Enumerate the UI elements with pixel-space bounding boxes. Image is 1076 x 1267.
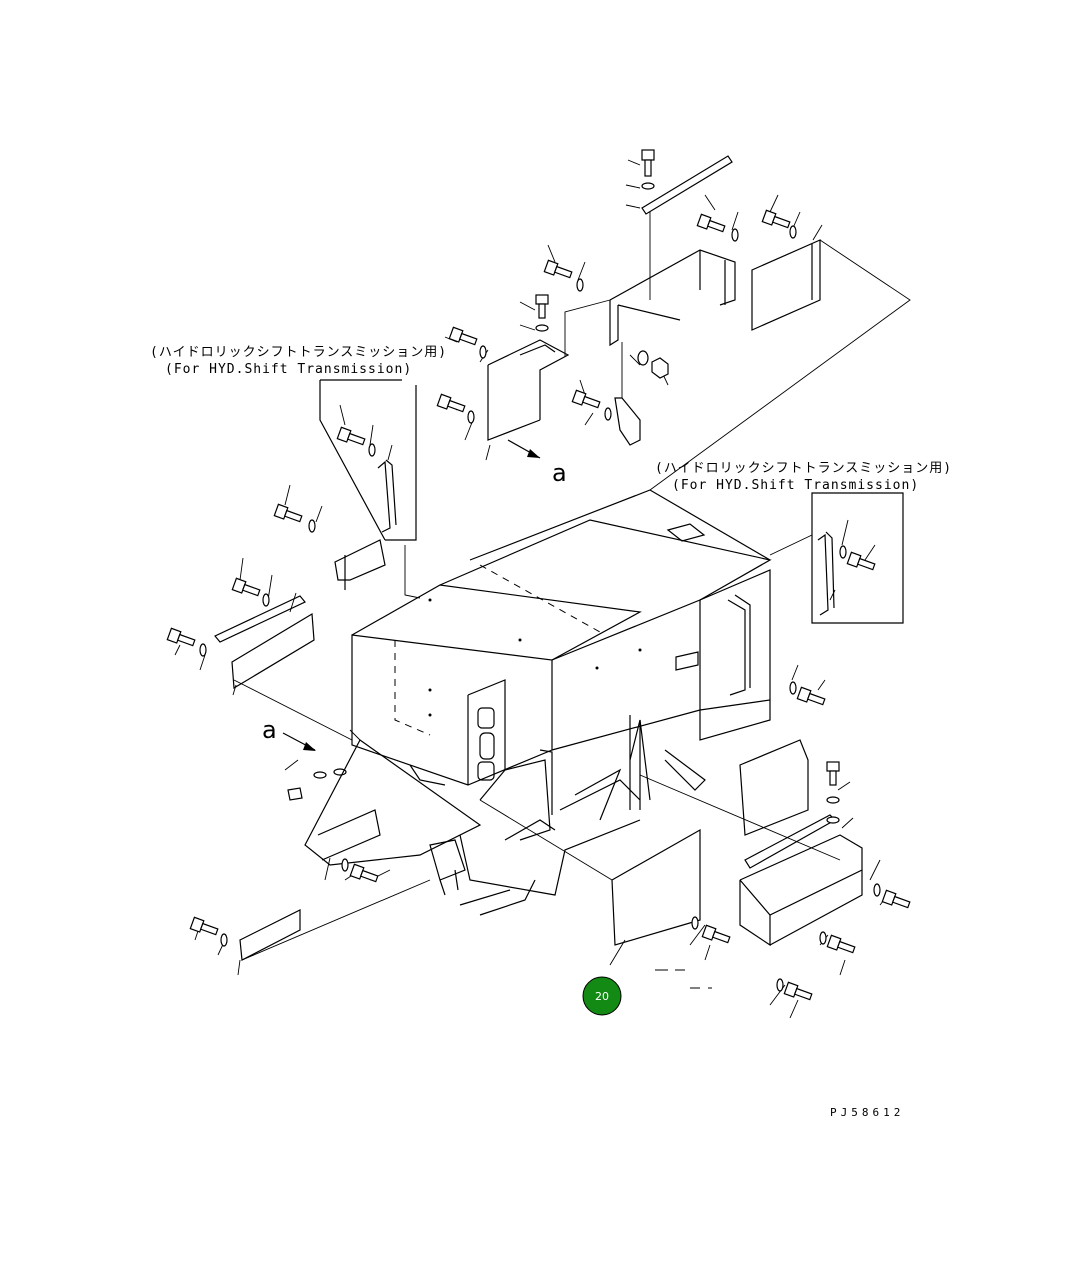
view-label-upper: a — [552, 459, 567, 487]
caption-right-en: (For HYD.Shift Transmission) — [672, 478, 919, 493]
drawing-code: PJ58612 — [830, 1106, 904, 1119]
caption-top-left-jp: (ハイドロリックシフトトランスミッション用) — [150, 345, 447, 360]
fastener-leaders — [174, 159, 889, 1019]
caption-top-left-en: (For HYD.Shift Transmission) — [165, 362, 412, 377]
bolts — [166, 149, 911, 1001]
right-side-covers — [479, 739, 863, 947]
callout-number: 20 — [595, 990, 609, 1003]
callout-marker[interactable]: 20 — [582, 976, 622, 1016]
view-label-lower: a — [262, 716, 277, 744]
detail-left — [319, 379, 421, 599]
caption-right-jp: (ハイドロリックシフトトランスミッション用) — [655, 461, 952, 476]
floor-plate — [287, 739, 482, 896]
detail-right — [769, 492, 904, 624]
upper-assembly — [487, 155, 911, 491]
frame — [459, 700, 771, 916]
left-side-plates — [214, 539, 431, 961]
main-hood — [351, 489, 772, 786]
bolt-icon — [641, 149, 655, 161]
